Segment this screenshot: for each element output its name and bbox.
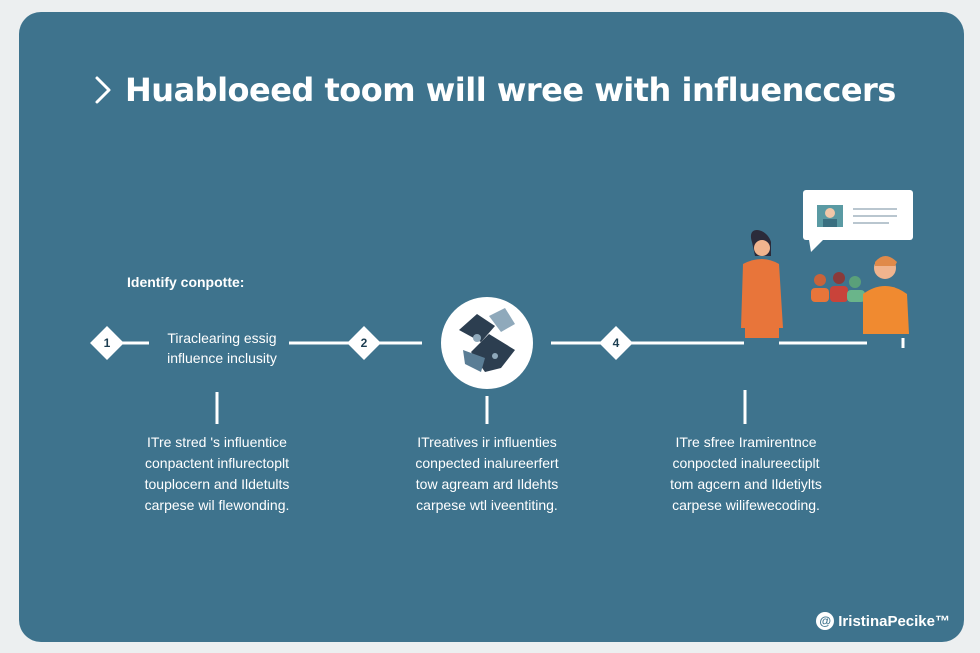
at-sign-icon: @ [816, 612, 835, 630]
step-1-label: Tiraclearing essig influence inclusity [157, 328, 287, 368]
watermark-text: IristinaPecike™ [838, 612, 950, 630]
svg-text:1: 1 [104, 336, 111, 350]
description-2-line-1: ITreatives ir influenties [417, 434, 557, 450]
step-1-label-line-1: Tiraclearing essig [167, 330, 277, 346]
description-1: ITre stred 's influentice conpactent inf… [117, 432, 317, 516]
svg-text:4: 4 [613, 336, 620, 350]
description-3-line-2: conpocted inalureectiplt [672, 455, 820, 471]
page-title: Huabloeed toom will wree with influencce… [125, 71, 896, 109]
description-2-line-2: conpected inalureerfert [415, 455, 559, 471]
title-row: Huabloeed toom will wree with influencce… [91, 70, 896, 110]
step-badge-1: 1 [90, 326, 124, 360]
description-3-line-4: carpese wilifewecoding. [672, 497, 820, 513]
chevron-right-icon [95, 76, 111, 104]
people-group-icon [741, 229, 909, 338]
description-2-line-4: carpese wtl iveentiting. [416, 497, 558, 513]
description-3-line-1: ITre sfree Iramirentnce [675, 434, 817, 450]
step-badge-4: 4 [599, 326, 633, 360]
handshake-icon [441, 297, 533, 389]
watermark: @ IristinaPecike™ [816, 612, 950, 630]
video-chat-bubble-icon [803, 190, 913, 252]
description-2: ITreatives ir influenties conpected inal… [387, 432, 587, 516]
description-1-line-2: conpactent influrectoplt [145, 455, 289, 471]
step-badge-2: 2 [347, 326, 381, 360]
section-label: Identify conpotte: [127, 274, 245, 290]
description-3-line-3: tom agcern and Ildetiylts [670, 476, 822, 492]
svg-text:2: 2 [361, 336, 368, 350]
step-1-label-line-2: influence inclusity [167, 350, 277, 366]
description-1-line-3: touplocern and Ildetults [144, 476, 290, 492]
infographic-card: Huabloeed toom will wree with influencce… [19, 12, 964, 642]
description-2-line-3: tow agream ard Ildehts [415, 476, 559, 492]
description-1-line-1: ITre stred 's influentice [147, 434, 287, 450]
timeline: 1 2 4 [90, 190, 913, 424]
description-3: ITre sfree Iramirentnce conpocted inalur… [646, 432, 846, 516]
description-1-line-4: carpese wil flewonding. [144, 497, 290, 513]
